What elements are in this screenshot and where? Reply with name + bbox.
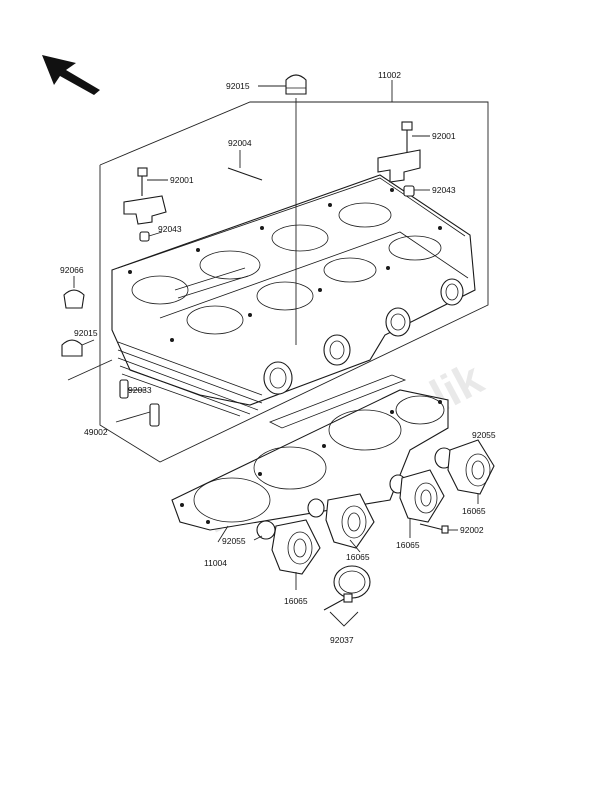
label-92002: 92002 [460, 525, 484, 535]
assembly-frame [99, 101, 489, 463]
intake-holder-16065-second [399, 469, 445, 523]
label-92033: 92033 [128, 385, 152, 395]
plug-92066 [63, 289, 85, 309]
bolt-92001-right [401, 121, 413, 152]
label-92015-left: 92015 [74, 328, 98, 338]
label-92015-top: 92015 [226, 81, 250, 91]
cylinder-head [111, 174, 476, 417]
stud-92004 [227, 150, 263, 181]
part-labels: 92015 11002 92004 92001 92001 92043 9204… [60, 70, 496, 645]
valve-guide-92033 [119, 379, 129, 399]
o-ring-92055-left [256, 520, 276, 540]
bolt-92001-left [137, 167, 148, 196]
intake-holder-16065-left [271, 519, 321, 575]
label-16065-left: 16065 [284, 596, 308, 606]
label-16065-mid: 16065 [346, 552, 370, 562]
dowel-92043-right [403, 185, 415, 197]
label-16065-right: 16065 [462, 506, 486, 516]
label-92066: 92066 [60, 265, 84, 275]
front-direction-arrow-icon [42, 55, 100, 95]
camshaft-cap-right [377, 149, 421, 183]
label-92055-left: 92055 [222, 536, 246, 546]
cap-nut-92015-left [61, 339, 83, 357]
label-92043-left: 92043 [158, 224, 182, 234]
label-92043-right: 92043 [432, 185, 456, 195]
valve-guide-49002 [149, 403, 160, 427]
camshaft-cap-left [123, 195, 167, 225]
label-92055-right: 92055 [472, 430, 496, 440]
label-92004: 92004 [228, 138, 252, 148]
intake-holder-16065-right [447, 439, 495, 495]
o-ring-92055-third [307, 498, 325, 518]
bolt-92002 [419, 523, 449, 534]
cap-nut-92015-top [285, 74, 307, 95]
head-gasket-11004 [171, 374, 449, 531]
label-92001-left: 92001 [170, 175, 194, 185]
label-92037: 92037 [330, 635, 354, 645]
label-16065-second: 16065 [396, 540, 420, 550]
dowel-92043-left [139, 231, 150, 242]
label-11002: 11002 [378, 70, 401, 80]
label-49002: 49002 [84, 427, 108, 437]
label-92001-right: 92001 [432, 131, 456, 141]
intake-holder-16065-mid [325, 493, 375, 549]
clamp-92037 [323, 565, 371, 611]
label-11004: 11004 [204, 558, 227, 568]
